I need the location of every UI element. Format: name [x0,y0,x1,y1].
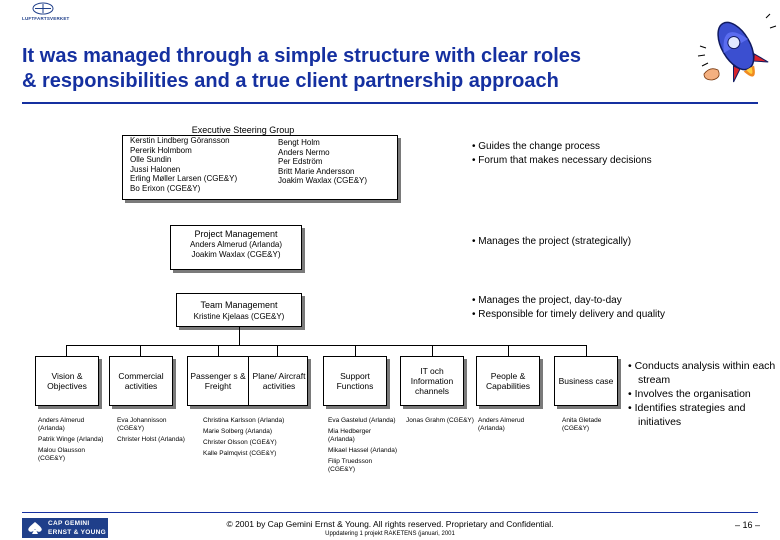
stream-members-it: Jonas Grahm (CGE&Y) [406,417,474,428]
member-item: Christina Karlsson (Arlanda) [203,417,285,424]
member-item: Kalle Palmqvist (CGE&Y) [203,450,277,457]
connector-line [239,327,240,345]
member-item: Christer Olsson (CGE&Y) [203,439,277,446]
stream-label: Commercial activities [118,371,164,391]
spade-emblem-icon [28,522,42,534]
member-item: Christer Holst (Arlanda) [117,436,185,443]
connector-line [432,345,433,356]
member-item: Anita Gletade (CGE&Y) [562,417,602,432]
pm-notes: • Manages the project (strategically) [472,235,631,249]
steering-member: Anders Nermo [278,147,330,157]
stream-label: Support Functions [336,371,374,391]
stream-label: People & Capabilities [486,371,530,391]
stream-notes: • Conducts analysis within each stream •… [628,359,778,429]
member-item: Filip Truedsson (CGE&Y) [328,458,373,473]
stream-members-commercial: Eva Johannisson (CGE&Y) Christer Holst (… [117,417,185,447]
note-line: • Identifies strategies and initiatives [628,402,746,428]
stream-members-people: Anders Almerud (Arlanda) [478,417,550,436]
stream-divider [248,357,249,405]
stream-box-commercial: Commercial activities [109,356,173,406]
project-management-box: Project Management Anders Almerud (Arlan… [170,225,302,270]
emblem-icon [32,2,54,15]
steering-member: Joakim Waxlax (CGE&Y) [278,176,368,185]
member-item: Anders Almerud (Arlanda) [38,417,85,432]
steering-member: Bengt Holm [278,138,320,147]
page-number: – 16 – [734,520,760,530]
connector-line [140,345,141,356]
footer-divider [22,512,758,513]
stream-members-business-case: Anita Gletade (CGE&Y) [562,417,624,436]
copyright-text: © 2001 by Cap Gemini Ernst & Young. All … [226,519,554,529]
steering-member: Kerstin Lindberg Göransson [130,136,230,145]
connector-line [277,345,278,356]
project-management-title: Project Management [194,229,278,239]
pm-member: Anders Almerud (Arlanda) [189,240,283,249]
note-line: • Involves the organisation [628,388,751,400]
note-line: • Responsible for timely delivery and qu… [472,309,666,320]
stream-members-passengers: Christina Karlsson (Arlanda) Marie Solbe… [203,417,321,461]
title-line-1: It was managed through a simple structur… [22,45,582,67]
tm-notes: • Manages the project, day-to-day • Resp… [472,294,665,322]
stream-members-support: Eva Gastelud (Arlanda) Mia Hedberger (Ar… [328,417,398,477]
stream-label: Vision & Objectives [47,371,87,391]
steering-member: Pererik Holmbom [130,145,192,155]
note-line: • Guides the change process [472,141,601,152]
steering-member: Erling Møller Larsen (CGE&Y) [130,174,238,183]
member-item: Jonas Grahm (CGE&Y) [406,417,474,424]
stream-label: Business case [558,376,614,386]
stream-members-vision: Anders Almerud (Arlanda) Patrik Winge (A… [38,417,108,466]
logo-wordmark: LUFTFARTSVERKET [22,16,70,21]
note-line: • Manages the project, day-to-day [472,295,622,306]
stream-box-it: IT och Information channels [400,356,464,406]
member-item: Malou Olausson (CGE&Y) [38,447,85,462]
stream-label: Passenger s & Freight [190,371,246,391]
stream-box-vision: Vision & Objectives [35,356,99,406]
title-divider [22,102,758,104]
note-line: • Conducts analysis within each stream [628,360,776,386]
member-item: Anders Almerud (Arlanda) [478,417,525,432]
logo-line-2: ERNST & YOUNG [48,529,106,536]
connector-line [218,345,219,356]
pm-member: Joakim Waxlax (CGE&Y) [191,250,281,259]
stream-label: Plane/ Aircraft activities [252,371,306,391]
steering-group-box [122,135,398,200]
member-item: Eva Johannisson (CGE&Y) [117,417,167,432]
steering-member: Olle Sundin [130,155,172,164]
luftfartsverket-logo: LUFTFARTSVERKET [22,2,70,26]
connector-line [586,345,587,356]
member-item: Patrik Winge (Arlanda) [38,436,104,443]
note-line: • Manages the project (strategically) [472,236,632,247]
cap-gemini-logo: CAP GEMINI ERNST & YOUNG [22,518,108,538]
title-line-2: & responsibilities and a true client par… [22,70,559,92]
steering-notes: • Guides the change process • Forum that… [472,140,652,168]
member-item: Marie Solberg (Arlanda) [203,428,273,435]
connector-line [508,345,509,356]
stream-box-people: People & Capabilities [476,356,540,406]
rocket-illustration-icon [697,13,777,83]
member-item: Mia Hedberger (Arlanda) [328,428,371,443]
connector-line [66,345,586,346]
logo-line-1: CAP GEMINI [48,520,90,527]
steering-member: Per Edström [278,157,323,166]
steering-members-left: Kerstin Lindberg Göransson Pererik Holmb… [130,136,270,193]
member-item: Mikael Hassel (Arlanda) [328,447,397,454]
note-line: • Forum that makes necessary decisions [472,155,652,166]
team-management-box: Team Management Kristine Kjelaas (CGE&Y) [176,293,302,327]
member-item: Eva Gastelud (Arlanda) [328,417,396,424]
steering-member: Bo Erixon (CGE&Y) [130,183,201,193]
stream-label: IT och Information channels [410,366,454,396]
footer-subtext: Uppdatering 1 projekt RAKETENS (januari,… [325,531,455,537]
steering-group-title: Executive Steering Group [191,125,295,135]
connector-line [66,345,67,356]
stream-box-support: Support Functions [323,356,387,406]
team-management-title: Team Management [200,300,278,310]
steering-member: Jussi Halonen [130,164,181,174]
stream-box-business-case: Business case [554,356,618,406]
steering-members-right: Bengt Holm Anders Nermo Per Edström Brit… [278,138,398,186]
steering-member: Britt Marie Andersson [278,166,355,176]
tm-member: Kristine Kjelaas (CGE&Y) [193,312,285,321]
connector-line [355,345,356,356]
stream-box-passengers-plane: Passenger s & Freight Plane/ Aircraft ac… [187,356,308,406]
page-title: It was managed through a simple structur… [22,44,702,94]
